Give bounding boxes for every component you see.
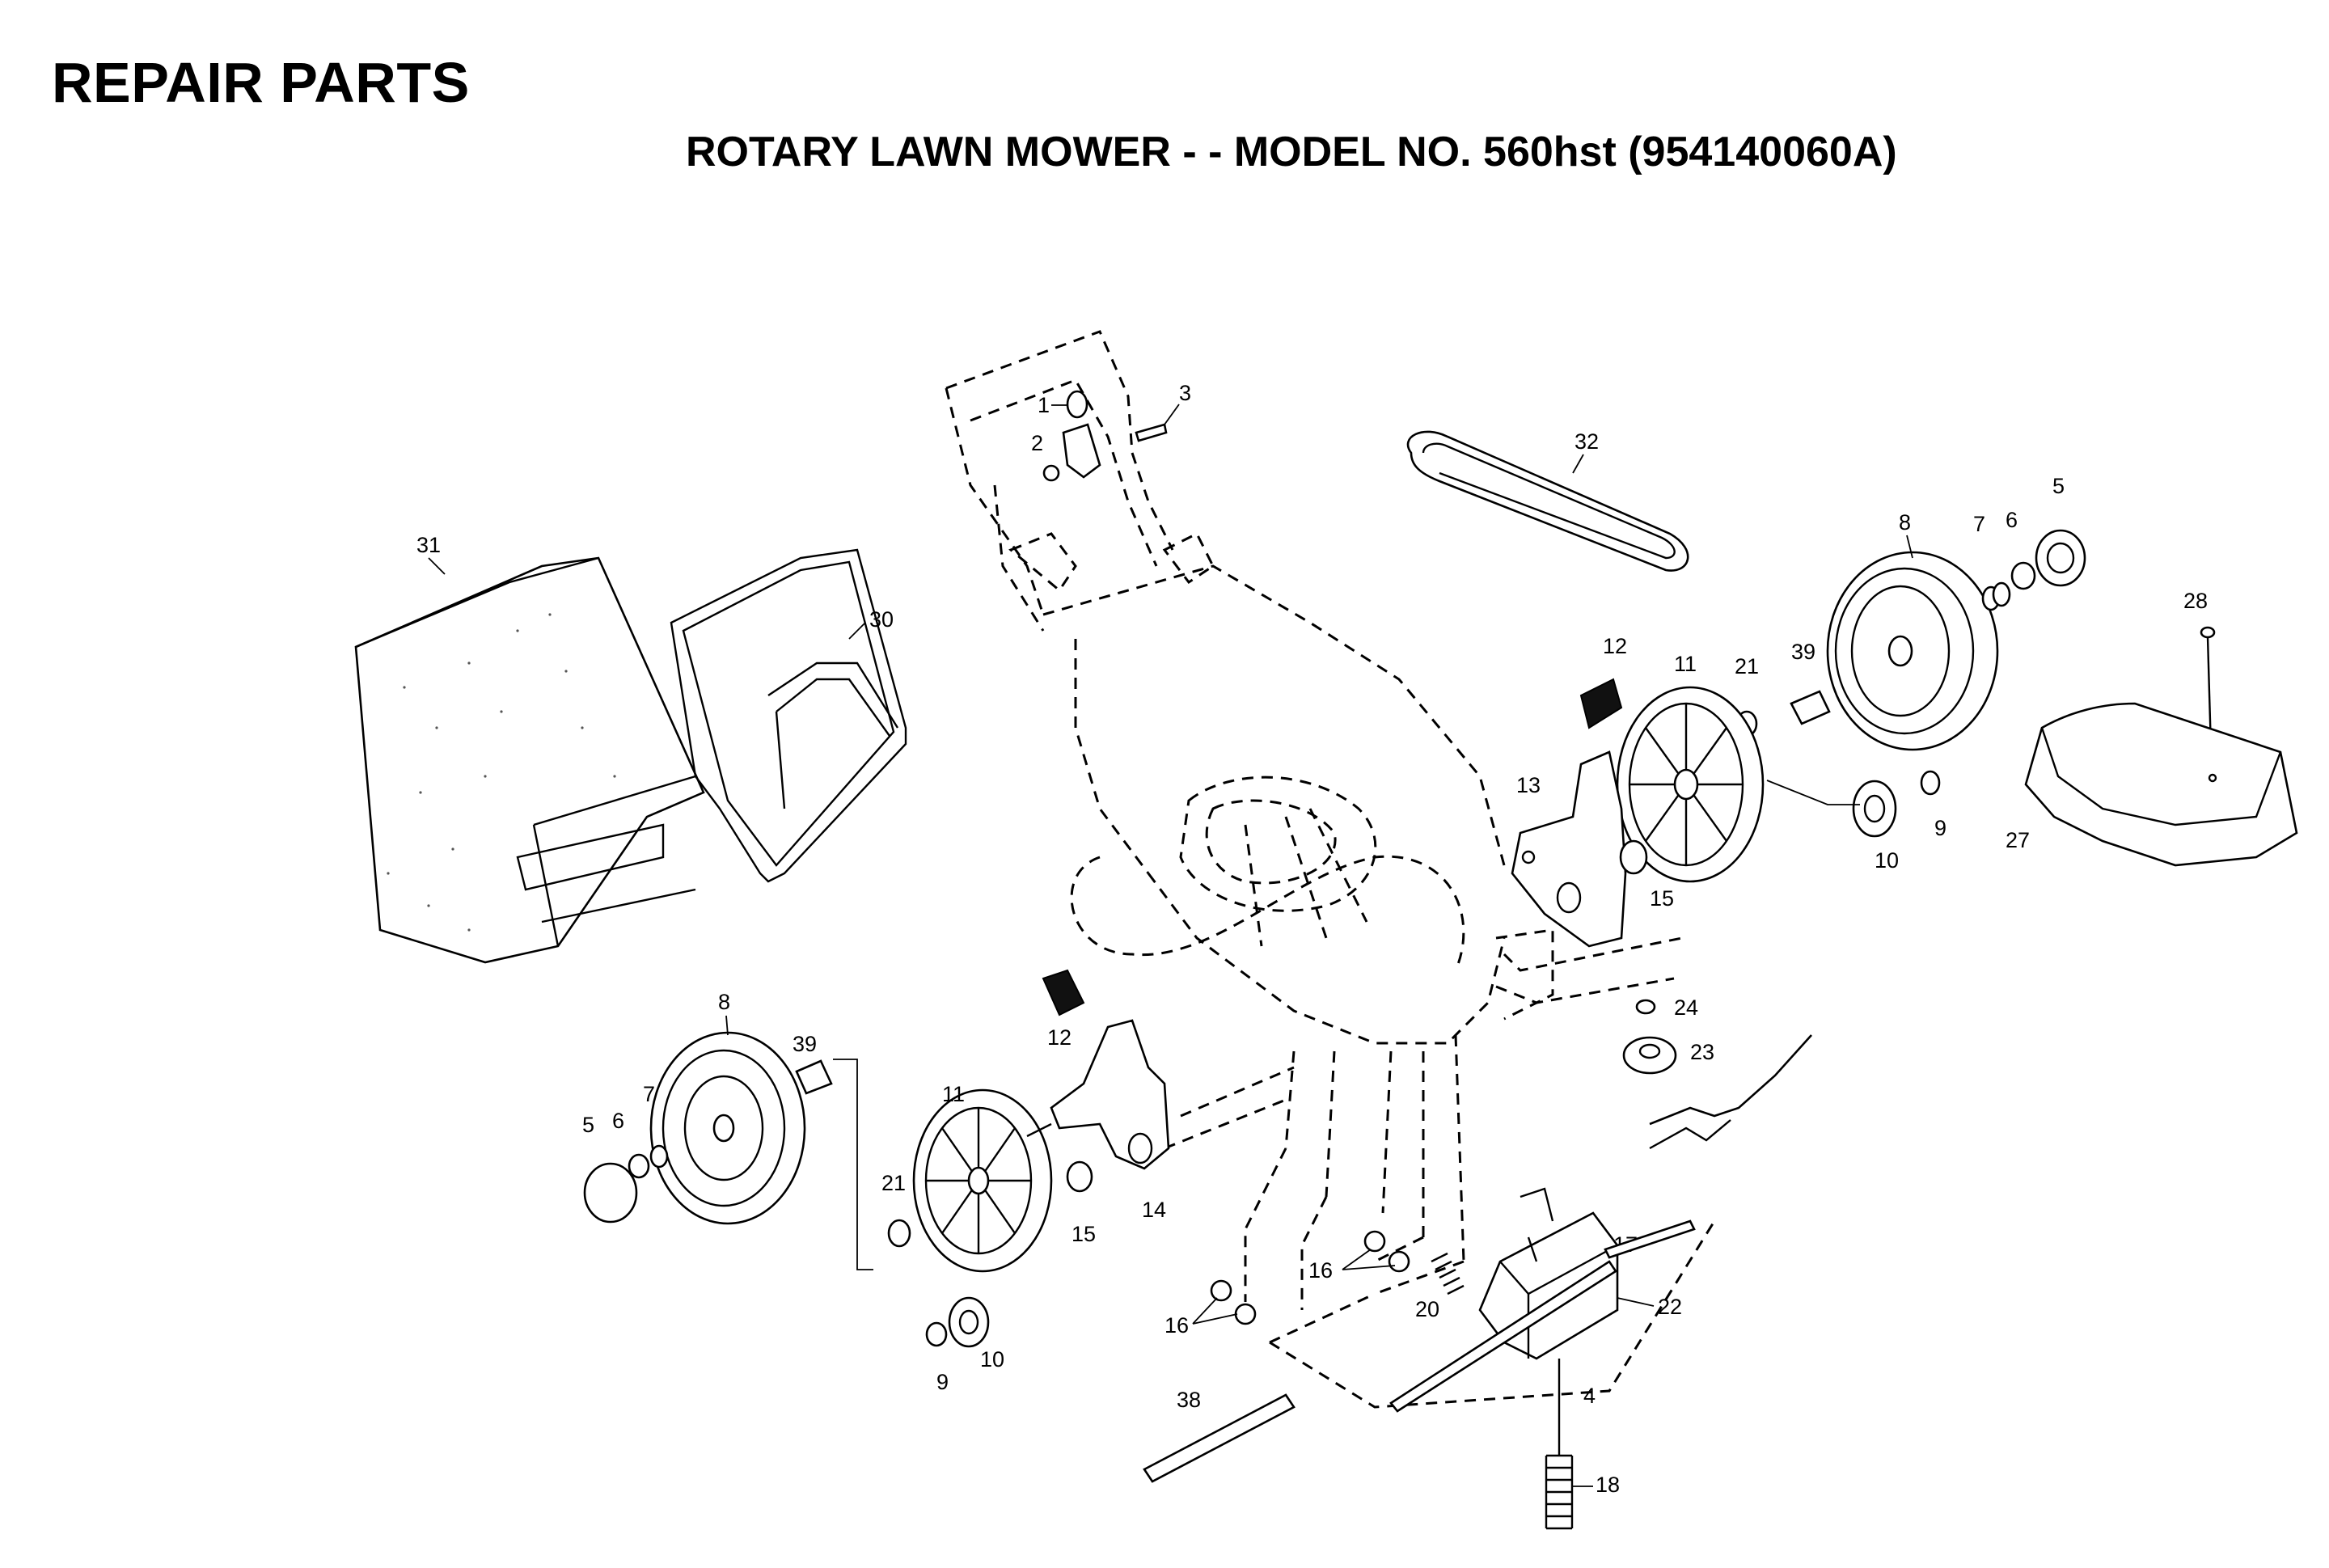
callout-18: 18: [1596, 1473, 1620, 1497]
leader-16-left: [1192, 1297, 1238, 1325]
callout-6-right: 6: [2006, 508, 2018, 532]
callout-1: 1: [1038, 393, 1050, 417]
leader-22: [1617, 1297, 1655, 1307]
gear-11-left: [912, 1088, 1053, 1273]
belt-part: [1406, 430, 1689, 572]
callout-8-left: 8: [718, 990, 730, 1014]
page-subtitle: ROTARY LAWN MOWER - - MODEL NO. 560hst (…: [686, 129, 1897, 175]
deflector-27-part: [2024, 702, 2298, 867]
callout-16-left: 16: [1164, 1313, 1189, 1338]
callout-23: 23: [1690, 1040, 1714, 1064]
callout-31: 31: [416, 533, 441, 557]
callout-39-right: 39: [1791, 640, 1815, 664]
right-spring-7-washer-6-cap-5: [1981, 529, 2086, 611]
pulley-23: [1622, 1036, 1677, 1075]
callout-5-right: 5: [2052, 474, 2065, 498]
callout-20: 20: [1415, 1297, 1439, 1321]
callout-4: 4: [1583, 1384, 1596, 1408]
callout-24: 24: [1674, 995, 1698, 1020]
leader-32: [1572, 454, 1584, 474]
washer-15-left: [1066, 1160, 1093, 1193]
callout-28: 28: [2183, 589, 2208, 613]
washer-21-left: [887, 1219, 911, 1248]
callout-27: 27: [2006, 828, 2030, 852]
callout-7-right: 7: [1973, 512, 1985, 536]
handle-hardware: [1042, 390, 1168, 482]
clip-9-left: [925, 1321, 948, 1347]
leader-39-left: [833, 1059, 873, 1270]
callout-22: 22: [1658, 1295, 1682, 1319]
spring-assembly: [1649, 1119, 1731, 1150]
page-title: REPAIR PARTS: [52, 51, 470, 114]
leader-16-right: [1342, 1249, 1396, 1270]
left-wheel-8: [649, 1031, 806, 1225]
leader-8-right: [1906, 535, 1913, 559]
clip-9-right: [1920, 770, 1941, 796]
callout-39-left: 39: [793, 1032, 817, 1056]
callout-7-left: 7: [643, 1082, 655, 1106]
callout-9-right: 9: [1934, 816, 1946, 840]
callout-10-left: 10: [980, 1347, 1004, 1371]
callout-11-right: 11: [1674, 652, 1697, 676]
callout-6-left: 6: [612, 1109, 624, 1133]
leader-3: [1164, 404, 1180, 425]
callout-12-left: 12: [1047, 1025, 1072, 1050]
callout-10-right: 10: [1875, 848, 1899, 873]
callout-3: 3: [1179, 381, 1191, 405]
washer-6-left: [628, 1153, 650, 1179]
pinion-10-left: [948, 1296, 990, 1348]
callout-11-left: 11: [942, 1082, 965, 1106]
callout-13: 13: [1516, 773, 1541, 797]
rod-38: [1143, 1393, 1296, 1483]
callout-15-left: 15: [1072, 1222, 1096, 1246]
leader-30: [848, 622, 866, 640]
callout-2: 2: [1031, 431, 1043, 455]
spring-18: [1545, 1454, 1574, 1530]
shaft-17: [1604, 1219, 1696, 1259]
leader-8-left: [725, 1015, 729, 1036]
nut-24: [1635, 999, 1656, 1015]
spring-7-left: [649, 1144, 669, 1169]
pinion-10-right: [1852, 780, 1897, 838]
right-hub-parts: [1616, 686, 1831, 883]
right-wheel-8: [1826, 551, 1999, 751]
transmission-22: [1389, 1187, 1619, 1413]
bushing-39-left: [795, 1059, 833, 1095]
nuts-16: [1210, 1230, 1410, 1325]
cable-assembly: [1649, 1034, 1812, 1126]
mower-handle-dashed-outline: [945, 330, 1716, 1409]
callout-21-right: 21: [1735, 654, 1759, 678]
grip-12-left: [1042, 969, 1085, 1016]
callout-16-right: 16: [1308, 1258, 1333, 1283]
leader-10-right: [1766, 780, 1860, 805]
bracket-14-part: [1026, 1019, 1170, 1170]
callout-30: 30: [869, 607, 894, 632]
washer-15-right: [1619, 839, 1648, 875]
callout-5-left: 5: [582, 1113, 594, 1137]
grip-12-right: [1579, 678, 1623, 729]
callout-8-right: 8: [1899, 510, 1911, 535]
callout-12-right: 12: [1603, 634, 1627, 658]
leader-31: [428, 557, 446, 575]
callout-21-left: 21: [881, 1171, 906, 1195]
grass-bag-part: [354, 556, 705, 964]
callout-32: 32: [1575, 429, 1599, 454]
callout-15-right: 15: [1650, 886, 1674, 911]
bag-frame-part: [670, 548, 907, 883]
cap-5-left: [583, 1162, 638, 1224]
spring-20: [1431, 1252, 1465, 1295]
bracket-13-part: [1511, 750, 1627, 948]
callout-9-left: 9: [936, 1370, 949, 1394]
callout-14: 14: [1142, 1198, 1166, 1222]
callout-38: 38: [1177, 1388, 1201, 1412]
